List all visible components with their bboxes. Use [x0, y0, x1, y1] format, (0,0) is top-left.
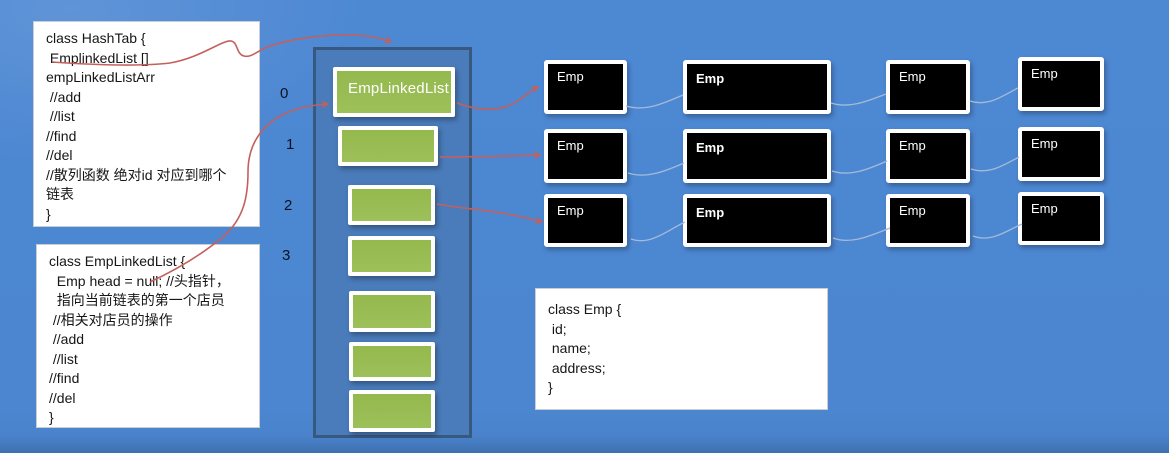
- emp-node-row1-col4: Emp: [1018, 57, 1104, 111]
- emplinkedlist-class-code: class EmpLinkedList { Emp head = null; /…: [49, 253, 230, 425]
- emp-node-label: Emp: [899, 69, 926, 84]
- array-index-label-0: 0: [280, 85, 289, 102]
- emp-node-row3-col4: Emp: [1018, 192, 1104, 245]
- array-slot-0-label: EmpLinkedList: [348, 80, 449, 97]
- link-row2-col1-col2: [627, 162, 685, 176]
- array-slot-2: [348, 185, 435, 225]
- link-row1-col2-col3: [830, 93, 887, 106]
- link-row1-col3-col4: [969, 87, 1019, 104]
- array-slot-5: [349, 342, 435, 381]
- emp-node-label: Emp: [1031, 136, 1058, 151]
- emp-node-row2-col3: Emp: [886, 129, 970, 183]
- array-index-label-2: 2: [284, 197, 293, 214]
- emp-node-row3-col1: Emp: [544, 194, 627, 247]
- array-slot-3: [348, 236, 435, 276]
- emp-node-label: Emp: [1031, 201, 1058, 216]
- array-slot-1: [338, 126, 438, 166]
- emp-node-label: Emp: [557, 69, 584, 84]
- array-index-label-3: 3: [282, 247, 291, 264]
- emplinkedlist-class-box: class EmpLinkedList { Emp head = null; /…: [36, 244, 260, 428]
- link-row1-col1-col2: [625, 94, 684, 109]
- hashtab-class-code: class HashTab { EmplinkedList [] empLink…: [46, 30, 227, 222]
- array-slot-0: EmpLinkedList: [333, 67, 455, 117]
- emp-node-row3-col3: Emp: [886, 194, 970, 247]
- array-index-label-1: 1: [286, 136, 295, 153]
- hashtab-array-container: EmpLinkedList: [313, 47, 472, 438]
- emp-class-code: class Emp { id; name; address; }: [548, 301, 622, 395]
- emp-node-row1-col3: Emp: [886, 60, 970, 114]
- emp-node-label: Emp: [899, 203, 926, 218]
- emp-node-label: Emp: [899, 138, 926, 153]
- hashtab-class-box: class HashTab { EmplinkedList [] empLink…: [33, 21, 260, 227]
- emp-node-row2-col1: Emp: [544, 129, 627, 183]
- emp-node-row2-col4: Emp: [1018, 127, 1104, 181]
- emp-class-box: class Emp { id; name; address; }: [535, 288, 828, 410]
- link-row3-col2-col3: [832, 227, 891, 242]
- emp-node-row1-col2: Emp: [683, 60, 831, 114]
- emp-node-row3-col2: Emp: [683, 194, 831, 247]
- link-row3-col1-col2: [630, 221, 686, 242]
- emp-node-row2-col2: Emp: [683, 129, 831, 183]
- array-slot-4: [349, 291, 435, 332]
- emp-node-label: Emp: [1031, 66, 1058, 81]
- link-row3-col3-col4: [972, 223, 1023, 239]
- emp-node-label: Emp: [557, 138, 584, 153]
- array-slot-6: [349, 390, 435, 432]
- emp-node-label: Emp: [557, 203, 584, 218]
- emp-node-label: Emp: [696, 140, 725, 155]
- link-row2-col2-col3: [831, 160, 888, 174]
- emp-node-label: Emp: [696, 205, 725, 220]
- emp-node-row1-col1: Emp: [544, 60, 627, 114]
- link-row2-col3-col4: [970, 156, 1020, 172]
- emp-node-label: Emp: [696, 71, 725, 86]
